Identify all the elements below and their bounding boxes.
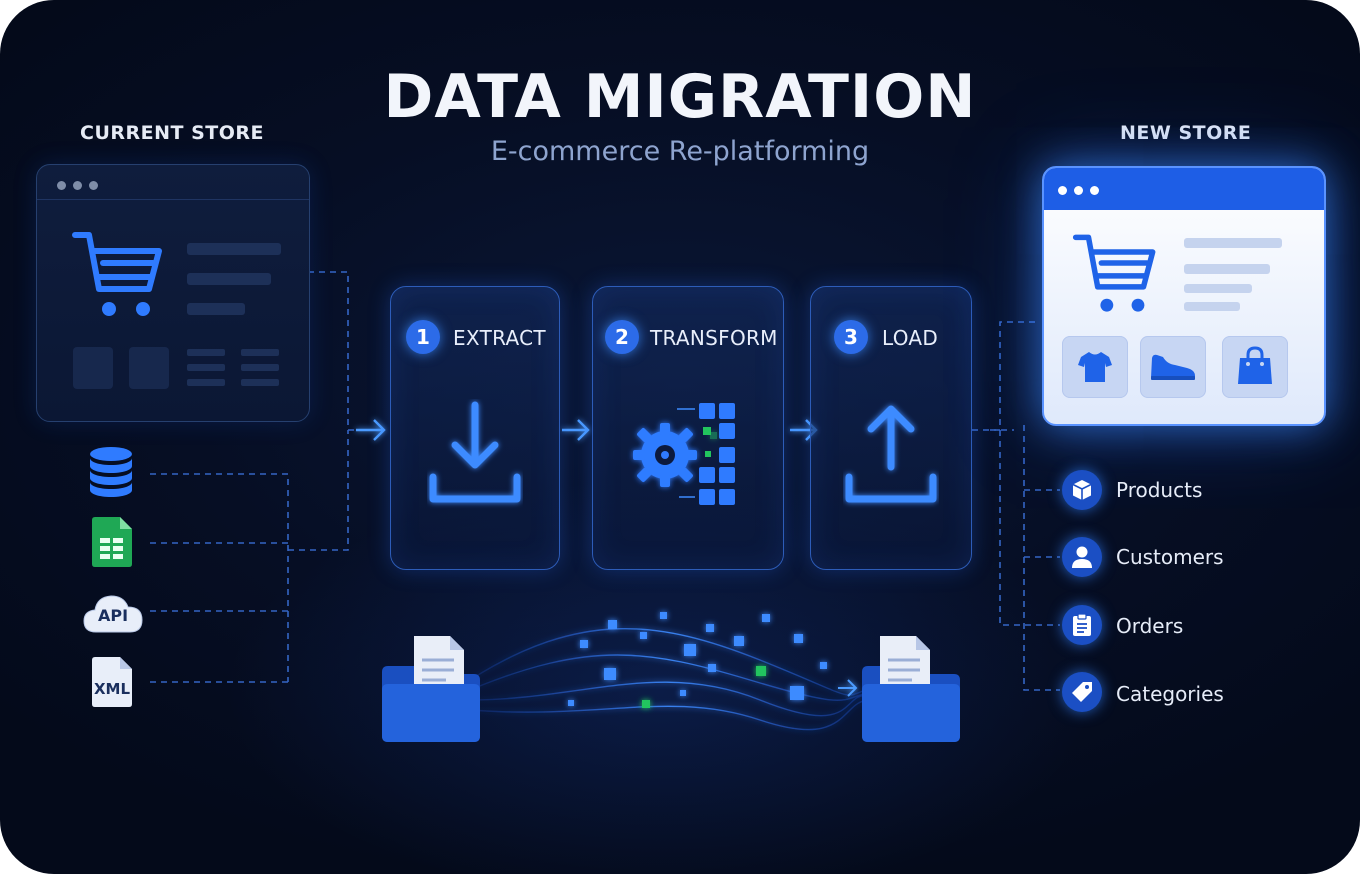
- placeholder-tile: [129, 347, 169, 389]
- category-label-products: Products: [1116, 478, 1203, 502]
- window-titlebar-divider: [37, 199, 309, 200]
- placeholder-tile: [73, 347, 113, 389]
- page-title: DATA MIGRATION: [383, 62, 977, 132]
- t-shirt-icon: [1078, 352, 1112, 382]
- step-card-extract: 1 EXTRACT: [390, 286, 560, 570]
- clipboard-icon: [1062, 605, 1102, 645]
- new-store-label: NEW STORE: [1120, 122, 1252, 144]
- placeholder-line: [1184, 264, 1270, 274]
- step-label: LOAD: [882, 326, 939, 350]
- api-cloud-icon: API: [82, 590, 144, 634]
- tag-icon: [1062, 672, 1102, 712]
- step-card-load: 3 LOAD: [810, 286, 972, 570]
- window-dot: [1090, 186, 1099, 195]
- step-label: EXTRACT: [453, 326, 546, 350]
- window-titlebar: [1044, 168, 1324, 210]
- xml-label: XML: [93, 680, 131, 698]
- placeholder-line: [241, 349, 279, 356]
- placeholder-line: [1184, 302, 1240, 311]
- placeholder-line: [187, 364, 225, 371]
- source-folder-icon: [382, 636, 480, 742]
- xml-file-icon: XML: [90, 656, 134, 708]
- window-dot: [1074, 186, 1083, 195]
- window-dot: [1058, 186, 1067, 195]
- step-label: TRANSFORM: [650, 326, 778, 350]
- new-store-window: [1042, 166, 1326, 426]
- placeholder-line: [187, 379, 225, 386]
- placeholder-line: [241, 364, 279, 371]
- window-dot: [73, 181, 82, 190]
- current-store-label: CURRENT STORE: [80, 122, 264, 144]
- placeholder-line: [187, 243, 281, 255]
- box-icon: [1062, 470, 1102, 510]
- upload-icon: [845, 405, 937, 503]
- shopping-bag-icon: [1238, 346, 1272, 384]
- database-icon: [90, 447, 132, 497]
- placeholder-line: [187, 303, 245, 315]
- placeholder-line: [1184, 284, 1252, 293]
- step-number: 1: [406, 320, 440, 354]
- page-subtitle: E-commerce Re-platforming: [490, 136, 870, 167]
- step-number: 2: [605, 320, 639, 354]
- step-number: 3: [834, 320, 868, 354]
- user-icon: [1062, 537, 1102, 577]
- spreadsheet-icon: [92, 517, 132, 567]
- current-store-window: [36, 164, 310, 422]
- download-icon: [429, 401, 521, 503]
- shopping-cart-icon: [1072, 234, 1156, 312]
- step-card-transform: 2 TRANSFORM: [592, 286, 784, 570]
- window-dot: [57, 181, 66, 190]
- shopping-cart-icon: [72, 232, 162, 316]
- category-label-orders: Orders: [1116, 614, 1184, 638]
- placeholder-line: [241, 379, 279, 386]
- shoe-icon: [1151, 354, 1195, 380]
- product-tile: [1140, 336, 1206, 398]
- product-tile: [1222, 336, 1288, 398]
- gear-grid-icon: [633, 403, 735, 505]
- category-label-categories: Categories: [1116, 682, 1224, 706]
- placeholder-line: [187, 349, 225, 356]
- category-label-customers: Customers: [1116, 545, 1224, 569]
- destination-folder-icon: [862, 636, 960, 742]
- placeholder-line: [1184, 238, 1282, 248]
- placeholder-line: [187, 273, 271, 285]
- product-tile: [1062, 336, 1128, 398]
- api-label: API: [97, 606, 129, 625]
- window-dot: [89, 181, 98, 190]
